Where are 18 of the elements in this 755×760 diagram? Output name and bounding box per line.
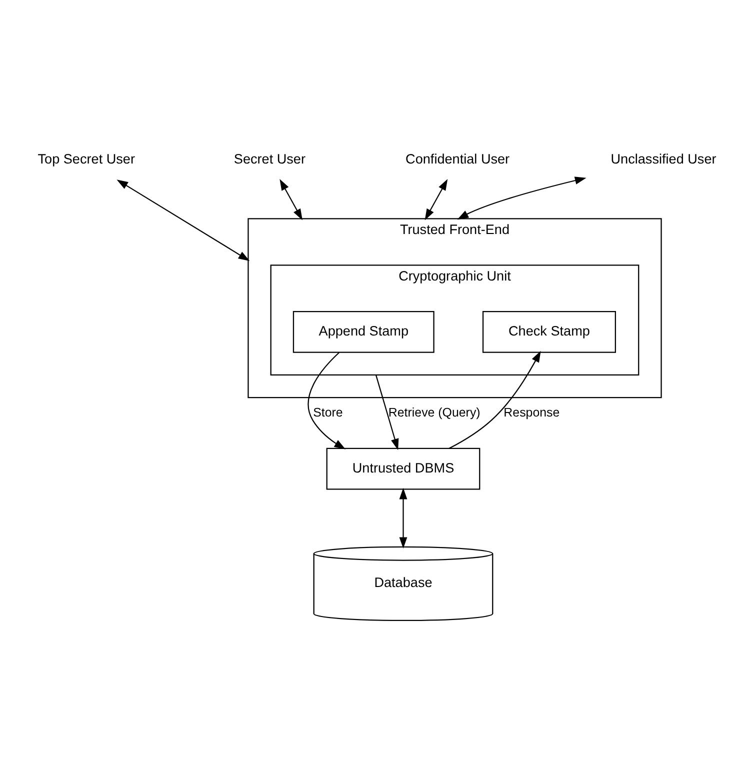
arrow [448,350,541,449]
arrow [457,176,586,220]
edge-label: Response [504,406,560,420]
arrow [308,352,346,450]
node-text: Top Secret User [38,151,136,166]
arrow [424,179,448,220]
edge-label: Retrieve (Query) [388,406,480,420]
node-box: Append Stamp [292,310,434,353]
arrow [399,488,408,549]
node-text: Secret User [234,151,306,166]
node-text: Unclassified User [610,151,716,166]
arrow [116,180,250,261]
node-text: Confidential User [406,151,510,166]
arrow [375,374,399,450]
edge-label: Store [313,406,343,420]
arrow [280,179,302,220]
node-box: Check Stamp [482,310,616,353]
node-box: Untrusted DBMS [326,448,480,490]
